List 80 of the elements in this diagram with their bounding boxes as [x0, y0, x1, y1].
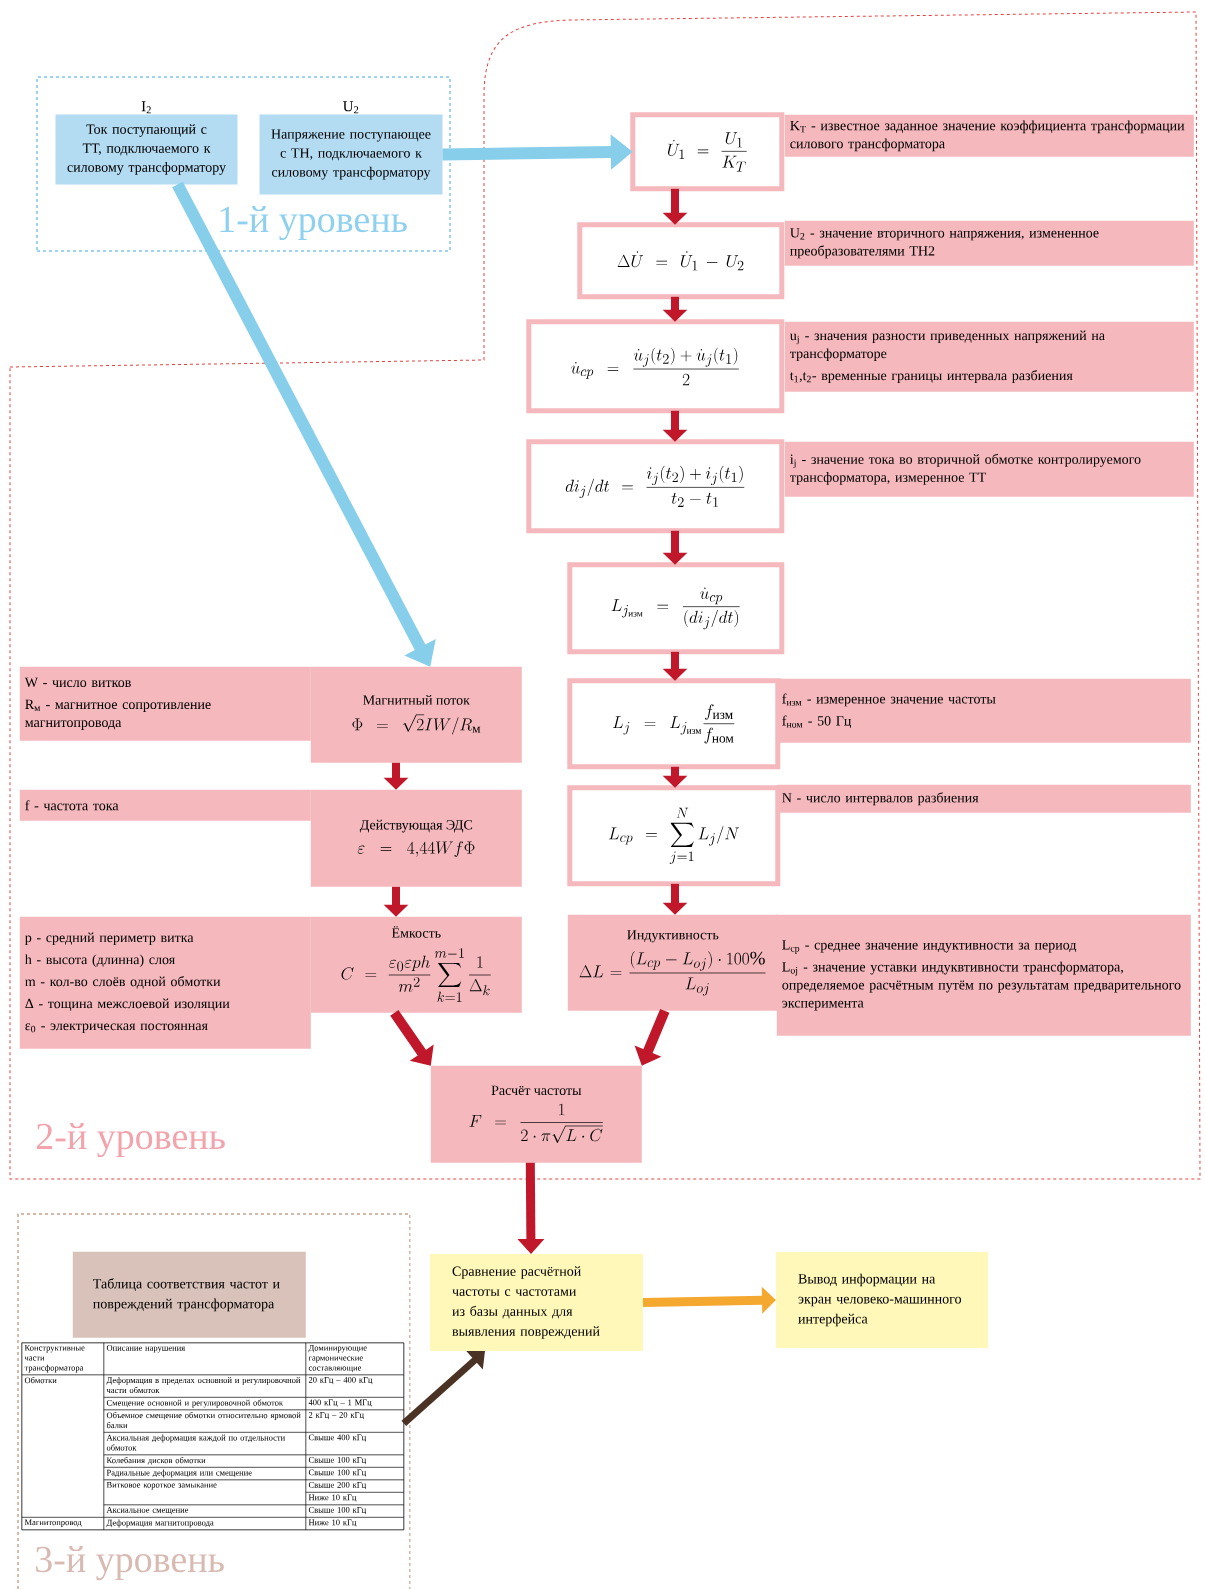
formula-box: $di_j/dt=\frac{i_j(t_2)+i_j(t_1)}{t_2-t_1}$: [526, 439, 785, 534]
table-cell: Описание нарушения: [103, 1342, 306, 1375]
formula-box: Магнитный поток $\Phi=\sqrt{2}IW/R_{\text{м}}$: [310, 666, 522, 763]
description-box: U$_{2}$ - значение вторичного напряжения, измененное преобразователями ТН2: [784, 220, 1194, 266]
description-box: N - число интервалов разбиения: [776, 784, 1191, 813]
table-cell: 400 кГц – 1 МГц: [305, 1397, 404, 1410]
arrow: [390, 1009, 434, 1066]
table-cell: Витковое короткое замыкание: [103, 1479, 306, 1505]
table-cell: Свыше 100 кГц: [305, 1467, 404, 1480]
node-label: U$_{2}$ - значение вторичного напряжения, измененное преобразователями ТН2: [790, 228, 1099, 259]
node-label: $\Delta L=\frac{(L_{cp}-L_{oj})\cdot 100\%}{L_{oj}}$: [579, 951, 766, 996]
description-box: u$_{j}$ - значения разности приведенных напряжений на трансформаторе t$_{1}$,t$_{2}$- временные границы интервала разбиения: [784, 321, 1194, 392]
table-cell: Обмотки: [21, 1374, 104, 1518]
node-label: f$_{изм}$ - измеренное значение частоты: [782, 693, 996, 707]
node-label: K$_{T}$ - известное заданное значение коэффициента трансформации силового трансформатора: [790, 120, 1185, 152]
table-cell: Ниже 10 кГц: [305, 1492, 404, 1505]
node-label: u$_{j}$ - значения разности приведенных напряжений на трансформаторе: [790, 330, 1105, 362]
table-cell: Свыше 100 кГц: [305, 1454, 404, 1468]
table-cell: Деформация магнитопровода: [103, 1517, 306, 1530]
formula-box: $\Delta\dot{U}=\dot{U}_1-U_2$: [577, 222, 785, 300]
node-label: i$_{j}$ - значение тока во вторичной обмотке контролируемого трансформатора, измеренное ТТ: [790, 453, 1141, 485]
formula-box: Индуктивность $\Delta L=\frac{(L_{cp}-L_{oj})\cdot 100\%}{L_{oj}}$: [567, 914, 778, 1011]
node-label: R$_{м}$ - магнитное сопротивление магнитопровода: [25, 699, 211, 730]
table-cell: 20 кГц – 400 кГц: [305, 1374, 404, 1398]
formula-box: $\dot{U}_1=\frac{U_1}{K_T}$: [630, 112, 785, 192]
description-box: W - число витков R$_{м}$ - магнитное сопротивление магнитопровода: [19, 666, 311, 741]
node-label: L$_{ср}$ - среднее значение индуктивности за период: [782, 940, 1077, 954]
table-cell: Ниже 10 кГц: [305, 1517, 404, 1530]
info-box: Напряжение поступающее с ТН, подключаемого к силовому трансформатору: [259, 114, 443, 195]
table-cell: Конструктивные части трансформатора: [21, 1342, 104, 1375]
table-cell: Магнитопровод: [21, 1517, 104, 1530]
heading-label: U$_{2}$: [343, 101, 359, 114]
arrow: [401, 1351, 485, 1426]
description-box: p - средний периметр витка h - высота (длинна) слоя m - кол-во слоёв одной обмотки Δ - тощина межслоевой изоляции ε$_{0}$ - электрическая постоянная: [19, 916, 311, 1049]
formula-box: Расчёт частоты $F=\frac{1}{2\cdot\pi\sqrt{L\cdot C}}$: [430, 1065, 642, 1163]
formula-box: $\dot{u}_{cp}=\frac{\dot{u}_j(t_2)+\dot{u}_j(t_1)}{2}$: [526, 319, 785, 414]
table-title-box: Таблица соответствия частот и повреждений трансформатора: [72, 1251, 306, 1338]
node-label: m - кол-во слоёв одной обмотки: [25, 976, 221, 989]
table-cell: Деформация в пределах основной и регулировочной части обмоток: [103, 1374, 306, 1398]
table-cell: Аксиальное смещение: [103, 1504, 306, 1518]
node-label: Δ - тощина межслоевой изоляции: [25, 998, 230, 1012]
table-cell: Аксиальная деформация каждой по отдельности обмоток: [103, 1432, 306, 1455]
formula-box: Ёмкость $C=\frac{\varepsilon_0\varepsilon ph}{m^2}\sum_{k=1}^{m-1}\frac{1}{\Delta_k}$: [310, 916, 522, 1013]
node-label: t$_{1}$,t$_{2}$- временные границы интервала разбиения: [789, 370, 1073, 384]
node-label: f$_{ном}$ - 50 Гц: [782, 715, 852, 729]
node-label: Индуктивность: [627, 930, 719, 943]
table-cell: Смещение основной и регулировочной обмоток: [103, 1397, 306, 1410]
description-box: K$_{T}$ - известное заданное значение коэффициента трансформации силового трансформатора: [784, 114, 1194, 157]
node-label: W - число витков: [24, 677, 131, 688]
node-label: p - средний периметр витка: [25, 932, 194, 946]
process-box: Сравнение расчётной частоты с частотами из базы данных для выявления повреждений: [430, 1254, 643, 1351]
table-cell: Колебания дисков обмотки: [103, 1454, 306, 1468]
table-cell: Объемное смещение обмотки относительно ярмовой балки: [103, 1409, 306, 1433]
node-label: $C=\frac{\varepsilon_0\varepsilon ph}{m^2}\sum_{k=1}^{m-1}\frac{1}{\Delta_k}$: [341, 948, 491, 1002]
node-label: Магнитный поток: [363, 695, 470, 705]
node-label: Ёмкость: [391, 926, 441, 938]
node-label: f - частота тока: [25, 800, 119, 811]
level-label: 2-й уровень: [36, 1122, 225, 1158]
node-label: L$_{oj}$ - значение уставки индуквтивности трансформатора, определяемое расчётным путём по результатам предварительного эксперимента: [782, 961, 1181, 1011]
level-label: 3-й уровень: [36, 1545, 224, 1581]
node-label: $\Phi=\sqrt{2}IW/R_{\text{м}}$: [352, 714, 481, 735]
formula-box: $L_j=L_{j_{\text{изм}}}\frac{f_{\text{изм}}}{f_{\text{ном}}}$: [567, 678, 781, 770]
description-box: f - частота тока: [19, 789, 311, 821]
heading-label: I$_{2}$: [141, 101, 151, 114]
node-label: h - высота (длинна) слоя: [24, 954, 175, 968]
process-box: Вывод информации на экран человеко-машинного интерфейса: [776, 1252, 988, 1348]
description-box: i$_{j}$ - значение тока во вторичной обмотке контролируемого трансформатора, измеренное ТТ: [784, 441, 1194, 497]
formula-box: $L_{j_{\text{изм}}}=\frac{\dot{u}_{cp}}{(di_j/dt)}$: [567, 562, 785, 655]
info-box: Ток поступающий с ТТ, подключаемого к силовому трансформатору: [55, 114, 238, 185]
formula-box: $L_{cp}=\sum_{j=1}^{N}L_j/N$: [567, 785, 781, 887]
formula-box: Действующая ЭДС $\varepsilon=4{,}44Wf\Phi$: [310, 789, 522, 887]
table-cell: Доминирующие гармонические составляющие: [305, 1342, 404, 1375]
level-label: 1-й уровень: [220, 205, 407, 241]
description-box: f$_{изм}$ - измеренное значение частоты f$_{ном}$ - 50 Гц: [776, 678, 1191, 743]
table-cell: Свыше 100 кГц: [305, 1504, 404, 1518]
table-cell: Свыше 200 кГц: [305, 1479, 404, 1493]
table-cell: Свыше 400 кГц: [305, 1432, 404, 1455]
table-cell: Радиальные деформация или смещение: [103, 1467, 306, 1480]
node-label: ε$_{0}$ - электрическая постоянная: [25, 1023, 208, 1034]
table-cell: 2 кГц – 20 кГц: [305, 1409, 404, 1433]
